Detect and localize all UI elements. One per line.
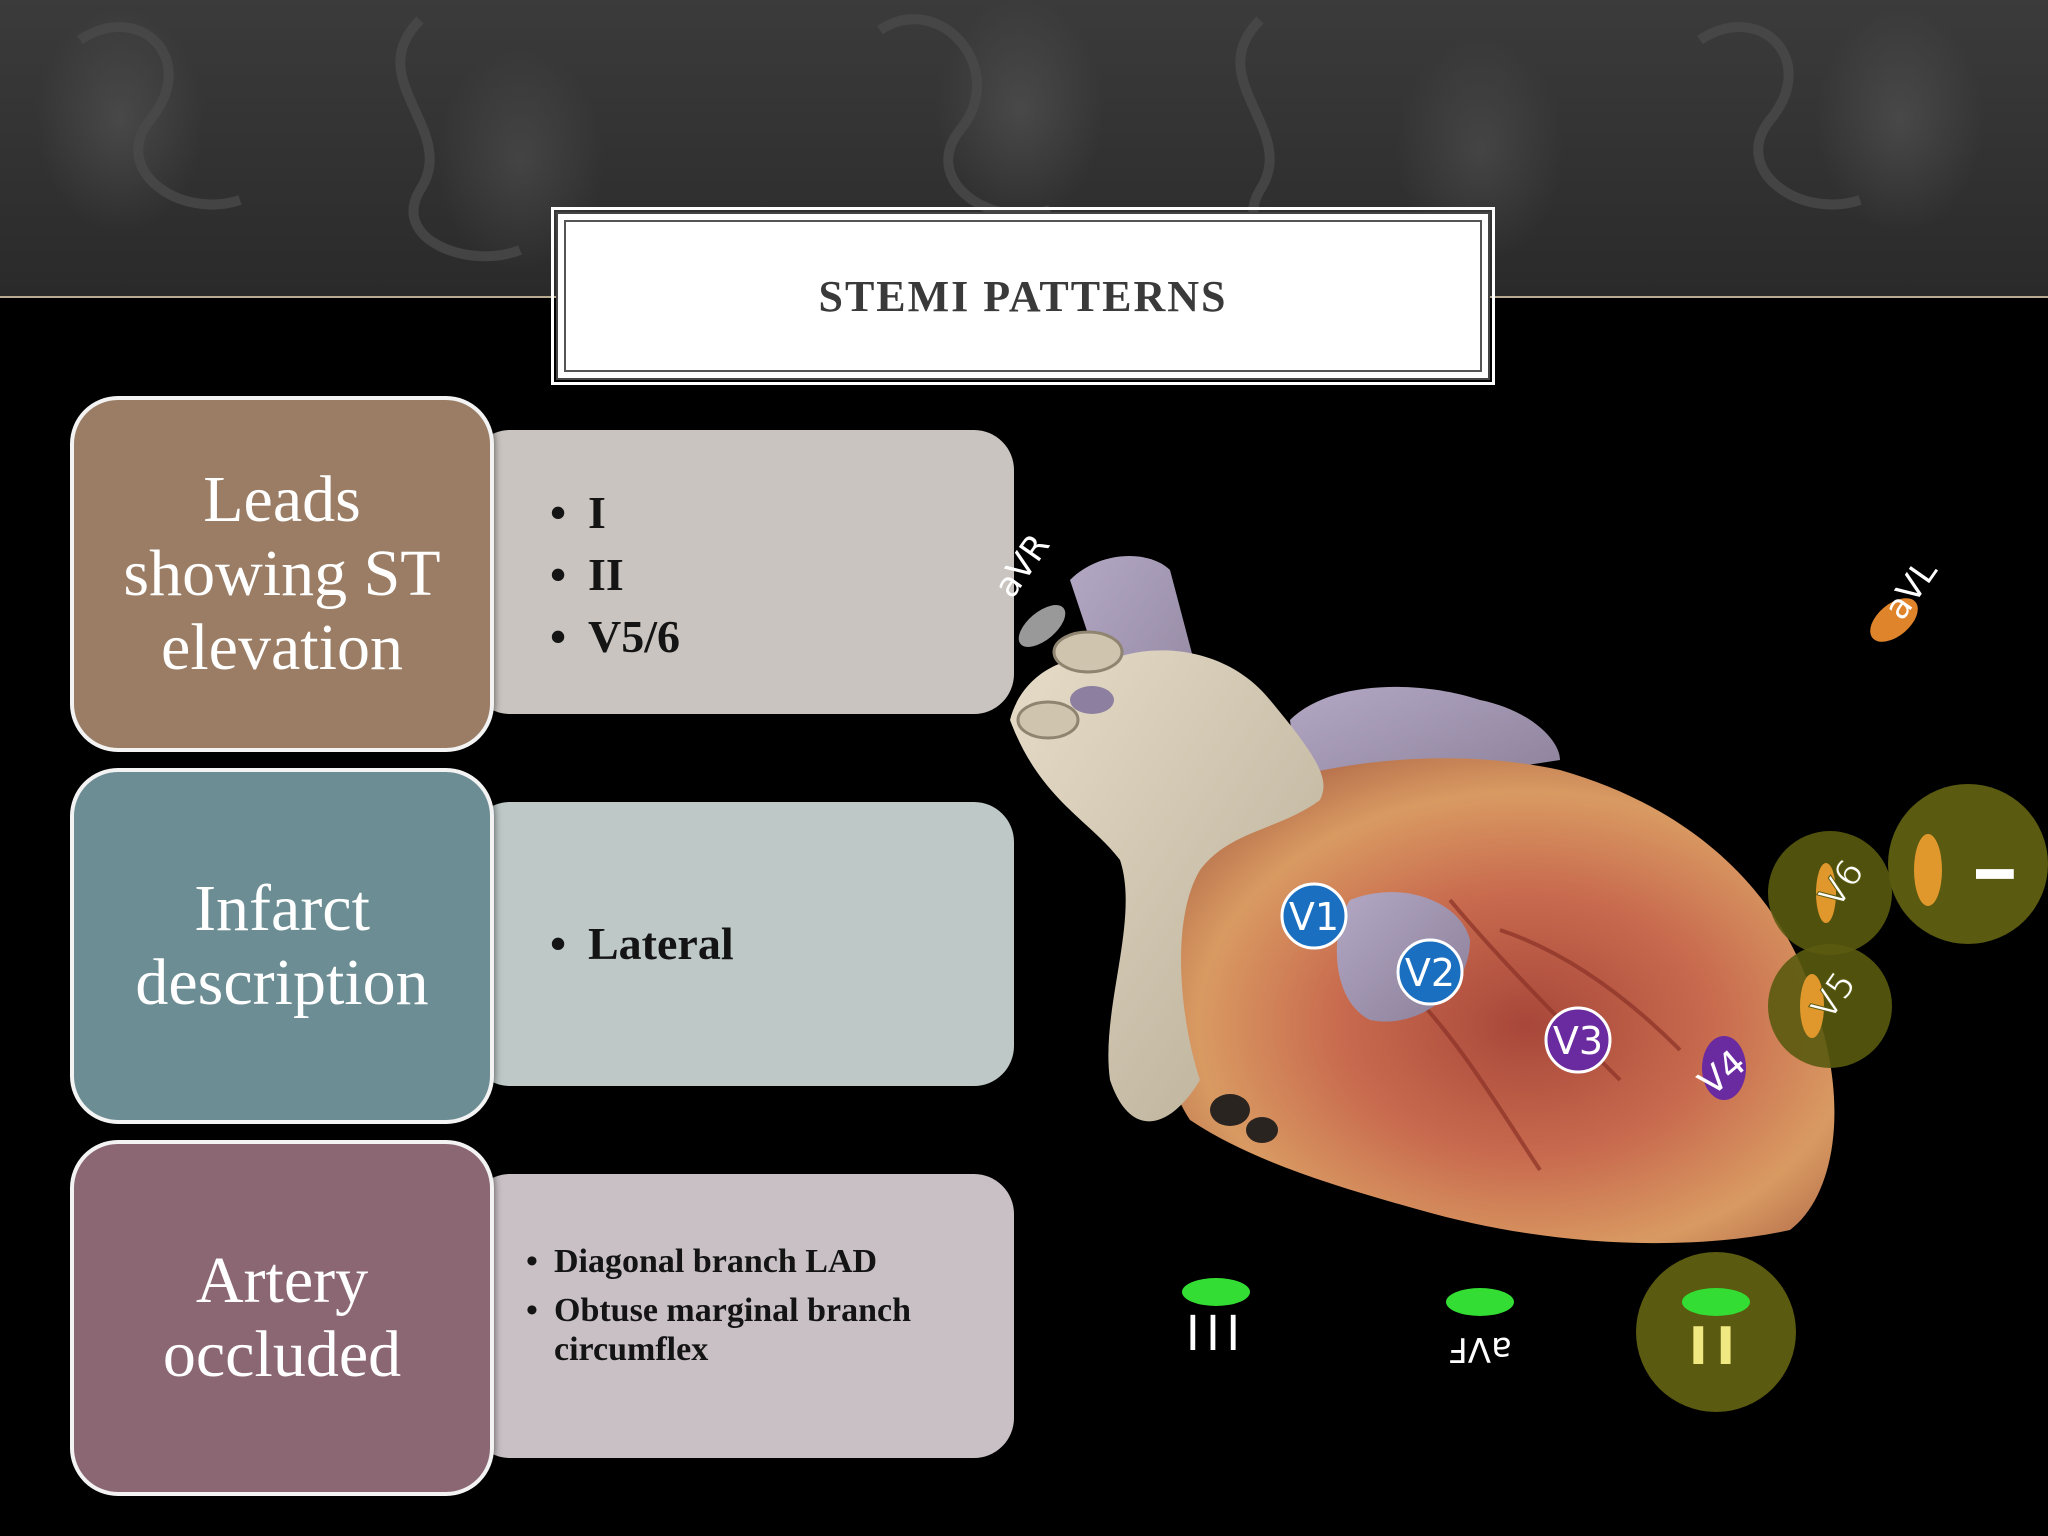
lead-avf-marker <box>1446 1288 1514 1316</box>
lead-v4-marker <box>1702 1036 1746 1100</box>
lead-v3-label: V3 <box>1553 1019 1603 1063</box>
lead-iii-marker <box>1182 1278 1250 1306</box>
artery-detail-panel: Diagonal branch LAD Obtuse marginal bran… <box>470 1174 1014 1458</box>
list-item: Lateral <box>550 913 734 975</box>
list-item: Diagonal branch LAD <box>526 1242 984 1281</box>
vessel-opening <box>1070 686 1114 714</box>
list-item: Obtuse marginal branch circumflex <box>526 1291 984 1369</box>
lead-avf-label: aVF <box>1448 1329 1512 1369</box>
lead-v2-marker <box>1396 938 1464 1006</box>
list-item: V5/6 <box>550 606 984 668</box>
artery-list: Diagonal branch LAD Obtuse marginal bran… <box>526 1242 984 1369</box>
vessel-opening <box>1016 700 1080 740</box>
lead-v5-highlight <box>1768 944 1892 1068</box>
leads-list: I II V5/6 <box>550 482 984 668</box>
title-box-frame <box>564 220 1482 372</box>
leads-row: I II V5/6 Leads showing ST elevation <box>70 396 1014 752</box>
lead-ii-marker <box>1682 1288 1750 1316</box>
artery-label: Artery occluded <box>70 1140 494 1496</box>
vessel-opening <box>1052 630 1124 674</box>
infarct-label: Infarct description <box>70 768 494 1124</box>
lead-v1-marker <box>1280 882 1348 950</box>
leads-detail-panel: I II V5/6 <box>470 430 1014 714</box>
lead-ii-label: II <box>1689 1317 1744 1377</box>
page-title: STEMI PATTERNS <box>818 271 1228 321</box>
damask-pattern <box>77 14 1862 262</box>
leads-label: Leads showing ST elevation <box>70 396 494 752</box>
vessel-opening <box>1246 1117 1278 1143</box>
infarct-detail-panel: Lateral <box>470 802 1014 1086</box>
lead-i-marker <box>1914 834 1942 906</box>
aorta-and-outflow <box>1010 650 1324 1122</box>
list-item: I <box>550 482 984 544</box>
lead-avr-label: aVR <box>987 527 1059 605</box>
lead-v3-marker <box>1544 1006 1612 1074</box>
lead-v2-label: V2 <box>1405 951 1455 995</box>
lead-v1-label: V1 <box>1289 895 1339 939</box>
lead-v5-marker <box>1800 974 1824 1038</box>
list-item: II <box>550 544 984 606</box>
infarct-list: Lateral <box>550 913 734 975</box>
lead-v6-marker <box>1816 863 1836 923</box>
vessel-opening <box>1210 1094 1250 1126</box>
infarct-row: Lateral Infarct description <box>70 768 1014 1124</box>
artery-row: Diagonal branch LAD Obtuse marginal bran… <box>70 1140 1014 1496</box>
lead-avr-marker <box>1018 605 1066 647</box>
lead-iii-label: III <box>1186 1306 1246 1362</box>
title-box: STEMI PATTERNS <box>551 207 1495 385</box>
lead-ii-highlight <box>1636 1252 1796 1412</box>
ventricles <box>1150 758 1835 1244</box>
heart-illustration: aVR aVL V1 V2 V3 V4 V6 V5 I III aVF II <box>987 527 2048 1412</box>
lead-i-label: I <box>1963 864 2023 883</box>
lead-avl-marker <box>1870 598 1918 642</box>
